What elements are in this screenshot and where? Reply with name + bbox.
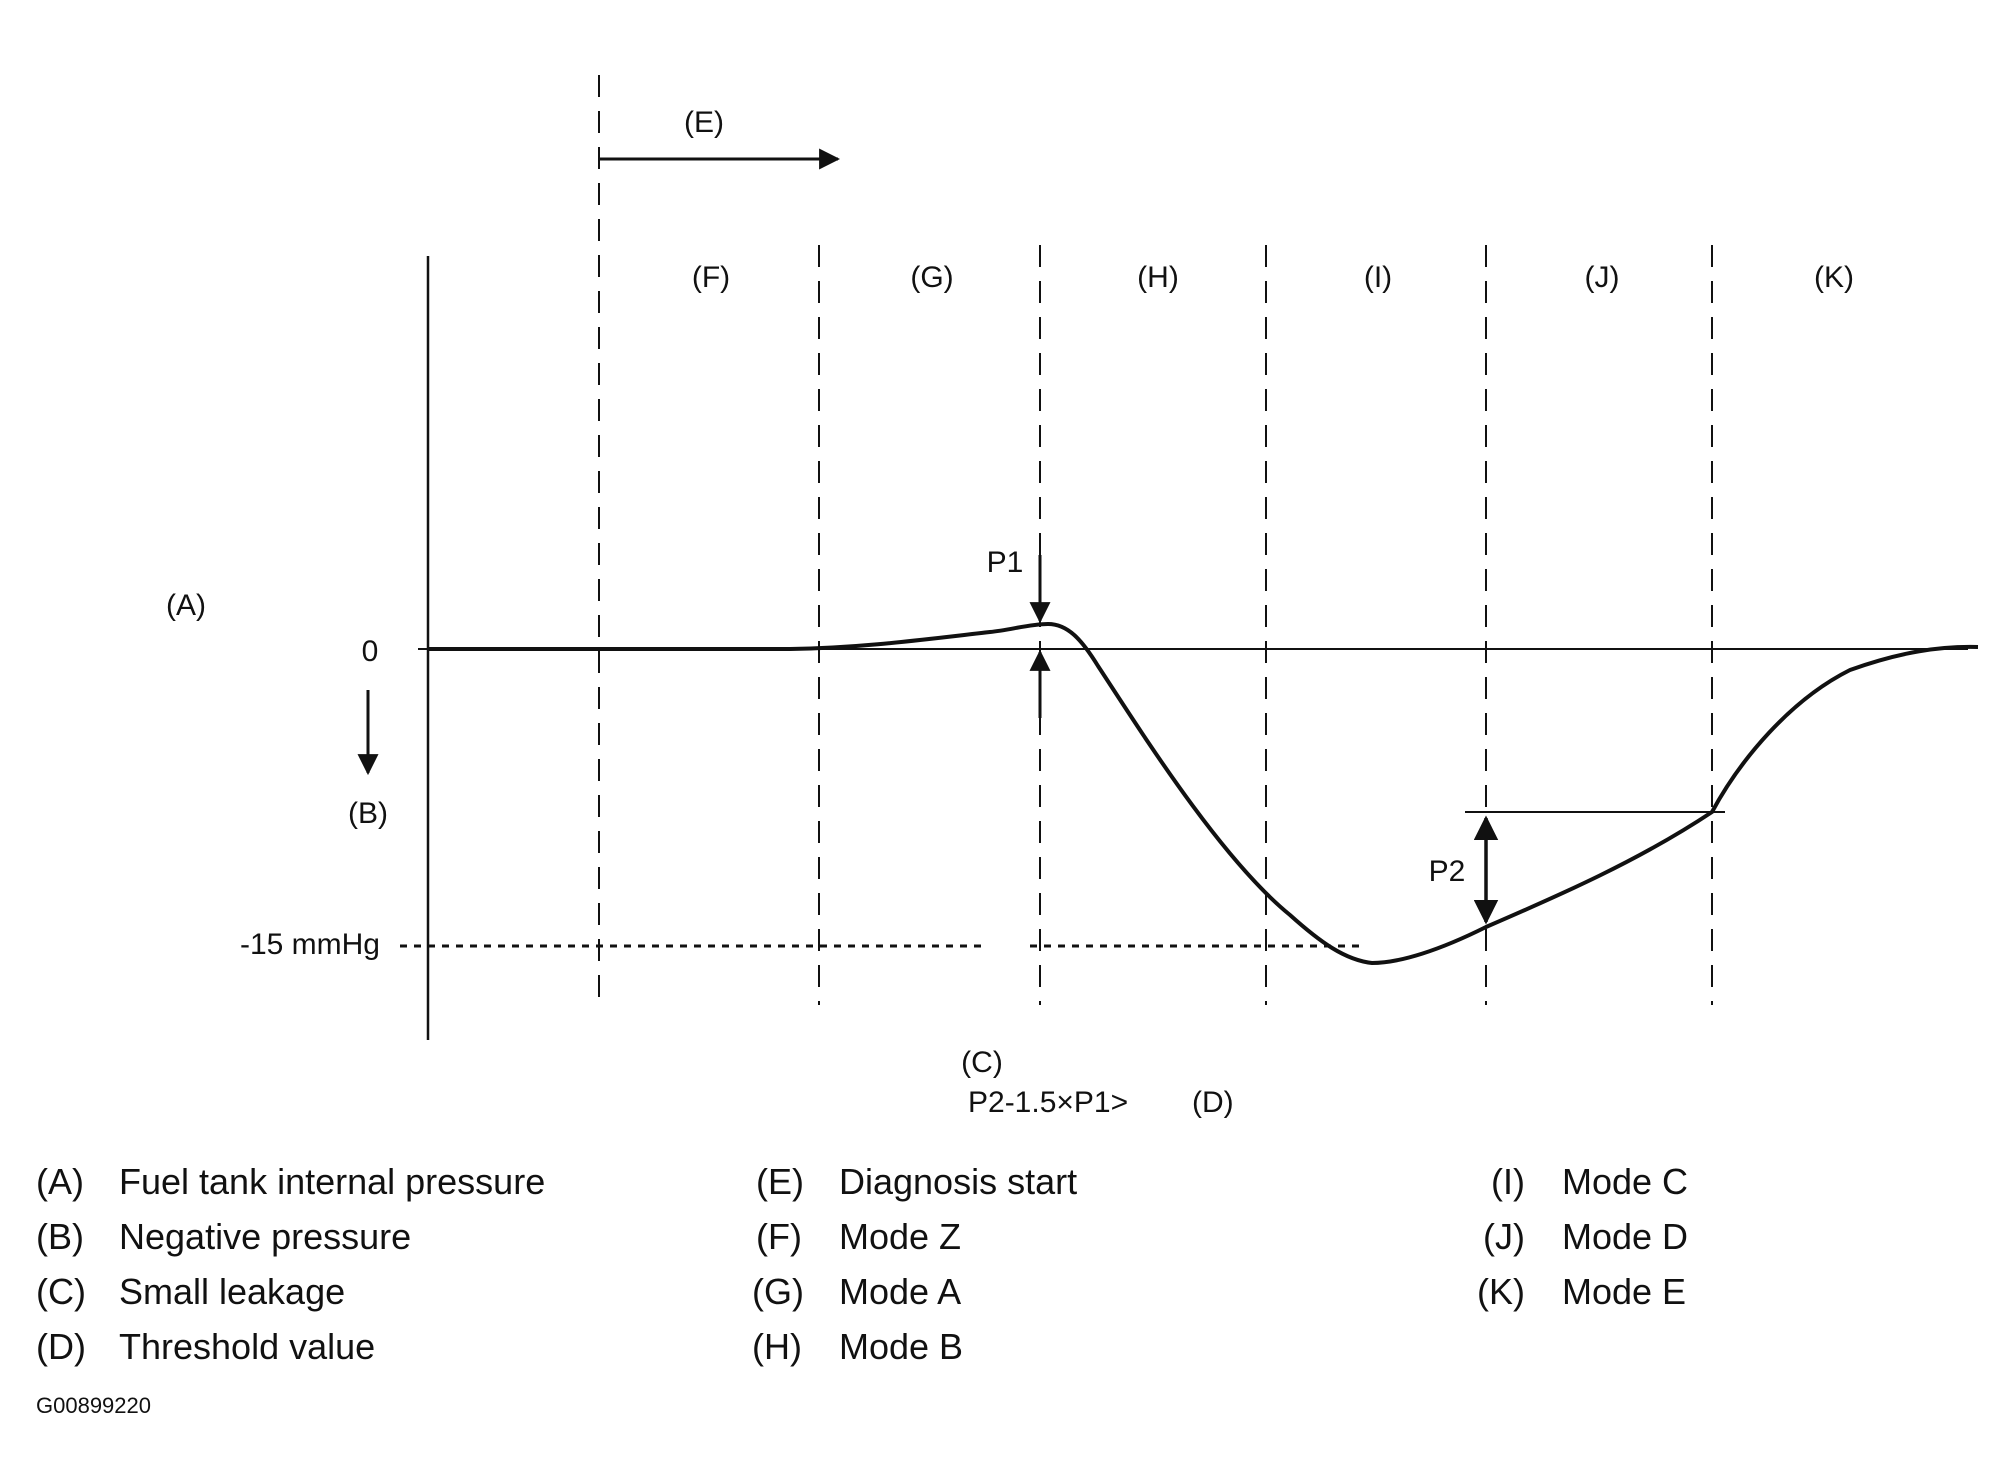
legend-text: Mode C [1562, 1161, 1688, 1202]
legend-key: (D) [36, 1326, 86, 1367]
marker-k: (K) [1814, 261, 1854, 294]
marker-a: (A) [166, 589, 206, 622]
pressure-curve [428, 622, 1979, 965]
legend-text: Diagnosis start [839, 1161, 1077, 1202]
marker-h: (H) [1137, 261, 1179, 294]
legend-text: Threshold value [119, 1326, 375, 1367]
legend-key: (B) [36, 1216, 84, 1257]
marker-c: (C) [961, 1046, 1003, 1079]
legend-key: (H) [752, 1326, 802, 1367]
legend-text: Small leakage [119, 1271, 345, 1312]
legend-text: Mode E [1562, 1271, 1686, 1312]
legend-text: Mode Z [839, 1216, 961, 1257]
marker-d: (D) [1192, 1086, 1234, 1119]
marker-f: (F) [692, 261, 730, 294]
marker-j: (J) [1585, 261, 1620, 294]
legend-text: Mode D [1562, 1216, 1688, 1257]
marker-e: (E) [684, 106, 724, 139]
legend-text: Mode A [839, 1271, 961, 1312]
legend-text: Mode B [839, 1326, 963, 1367]
legend-key: (C) [36, 1271, 86, 1312]
legend: (A) Fuel tank internal pressure (B) Nega… [36, 1161, 1688, 1367]
legend-key: (J) [1483, 1216, 1525, 1257]
legend-key: (I) [1491, 1161, 1525, 1202]
figure-code: G00899220 [36, 1393, 151, 1418]
legend-text: Negative pressure [119, 1216, 411, 1257]
legend-key: (G) [752, 1271, 804, 1312]
threshold-label: -15 mmHg [240, 928, 380, 961]
p2-label: P2 [1429, 855, 1466, 888]
marker-b: (B) [348, 797, 388, 830]
p1-label: P1 [987, 546, 1024, 579]
formula-label: P2-1.5×P1> [968, 1086, 1128, 1119]
marker-i: (I) [1364, 261, 1392, 294]
legend-key: (A) [36, 1161, 84, 1202]
legend-key: (F) [756, 1216, 802, 1257]
legend-key: (E) [756, 1161, 804, 1202]
zero-label: 0 [362, 635, 379, 668]
legend-key: (K) [1477, 1271, 1525, 1312]
marker-g: (G) [910, 261, 953, 294]
legend-text: Fuel tank internal pressure [119, 1161, 545, 1202]
